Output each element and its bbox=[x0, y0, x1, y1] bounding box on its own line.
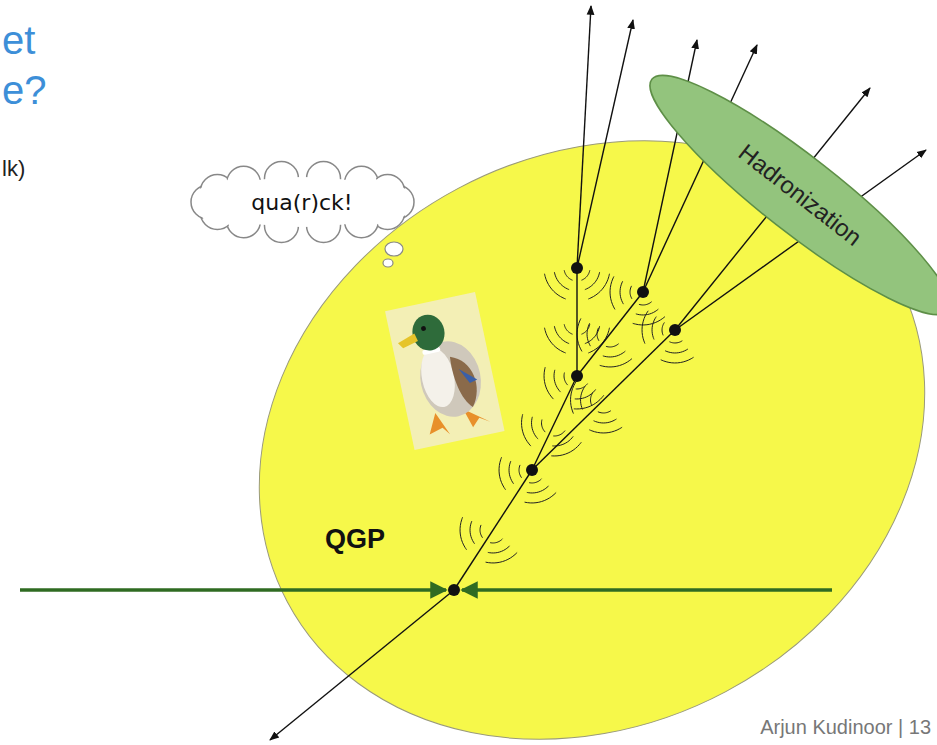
duck-beak bbox=[397, 333, 419, 349]
jet-track bbox=[576, 268, 577, 376]
thought-bubble: qua(r)ck! bbox=[190, 163, 415, 241]
slide-text-fragment: e? bbox=[2, 68, 47, 113]
duck-head bbox=[409, 312, 448, 354]
thought-dot bbox=[383, 259, 393, 267]
duck-speculum bbox=[459, 366, 478, 385]
footer-author-page: Arjun Kudinoor | 13 bbox=[760, 716, 931, 739]
split-vertex bbox=[571, 262, 583, 274]
qgp-fill bbox=[154, 26, 937, 745]
cloud-core bbox=[208, 177, 397, 227]
slide-text-fragment: lk) bbox=[2, 156, 25, 182]
beam-right bbox=[462, 588, 832, 592]
split-vertex bbox=[526, 464, 538, 476]
split-vertex bbox=[637, 286, 649, 298]
node-label: qua(r)ck! bbox=[251, 190, 352, 215]
collision-vertex bbox=[448, 584, 460, 596]
split-vertex bbox=[669, 324, 681, 336]
duck-wing bbox=[449, 352, 480, 409]
split-vertex bbox=[571, 370, 583, 382]
duck-breast bbox=[416, 345, 460, 410]
thought-dot bbox=[385, 242, 403, 256]
node-label: QGP bbox=[325, 524, 385, 555]
beam-lines bbox=[20, 588, 832, 592]
beam-left bbox=[20, 588, 446, 592]
duck-eye bbox=[421, 326, 427, 332]
slide-text-fragment: et bbox=[2, 18, 35, 63]
